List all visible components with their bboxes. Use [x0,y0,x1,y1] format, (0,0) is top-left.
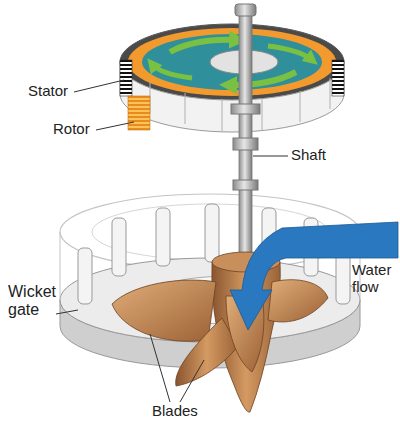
runner-blade [112,280,216,341]
stator-ring [120,24,344,100]
part-label: Wicket gate [8,283,64,318]
rotation-arrow [170,40,238,52]
rotor-poles [128,96,150,130]
rotor-core [142,34,322,90]
shaft-collar [233,138,258,150]
part-label: Water flow [352,262,398,295]
stator-segment [300,91,301,122]
wicket-vane [205,204,219,262]
stator-coils [120,60,132,96]
part-label: Rotor [53,121,90,138]
runner-blade [176,318,238,386]
stator-segment [262,99,263,131]
leader-line [180,360,204,402]
stator-segment [222,99,223,131]
leader-line [253,156,288,157]
water-flow-arrow [230,222,398,330]
leader-line [150,334,170,402]
wicket-vane [156,208,170,266]
stator-coils [332,60,344,96]
leader-line [56,310,78,314]
stator-segment [330,78,331,109]
rotor-ring [128,28,336,96]
leader-line [96,122,134,130]
part-label: Stator [28,83,68,100]
leader-line [74,80,124,92]
part-label: Blades [152,403,198,420]
shaft-collar [231,104,260,114]
shaft [239,12,252,292]
runner-blade [268,280,328,322]
shaft-cap [235,4,256,16]
part-label: Shaft [291,147,326,164]
rotation-arrow [152,64,192,78]
stator-segment [185,93,186,124]
wicket-vane [112,218,126,276]
wicket-vane [78,248,92,304]
housing-outline [60,232,61,300]
shaft-collar [233,180,258,190]
stator-band [120,62,344,132]
